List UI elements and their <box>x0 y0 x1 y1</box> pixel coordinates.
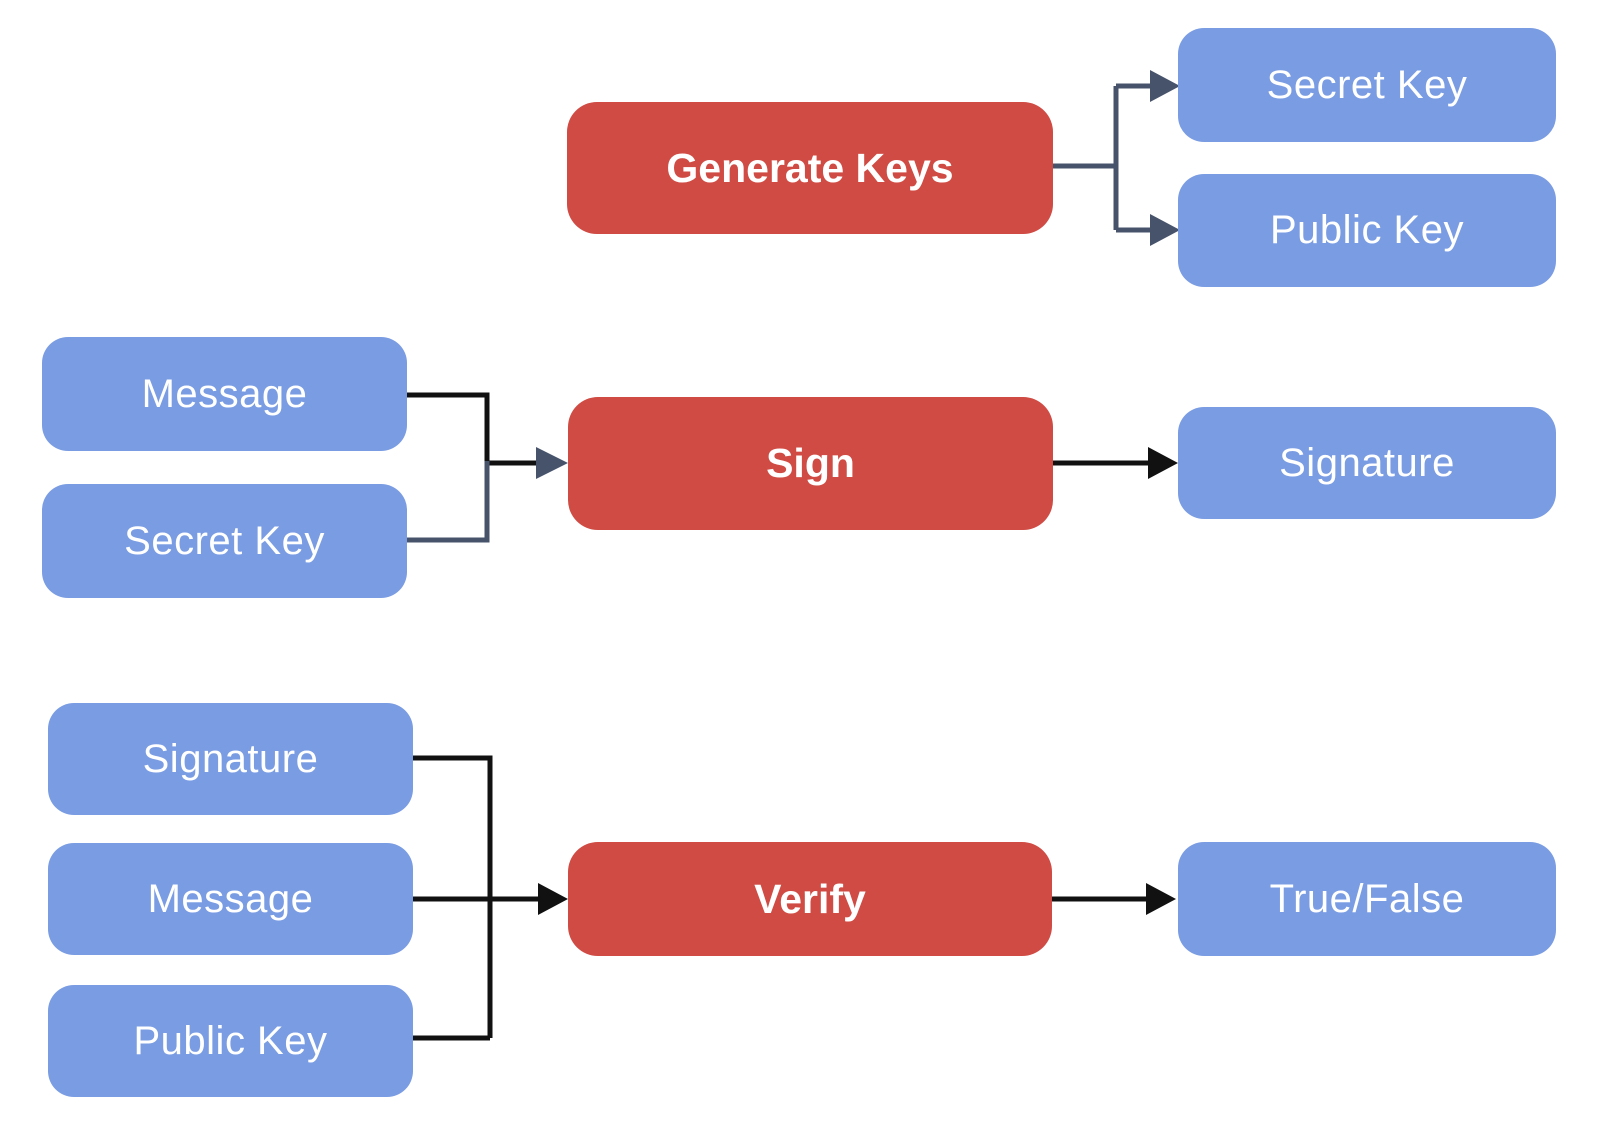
node-message-verify-input: Message <box>48 843 413 955</box>
arrowhead-to-true-false <box>1146 883 1176 915</box>
arrowhead-to-signature <box>1148 447 1178 479</box>
node-public-key-output: Public Key <box>1178 174 1556 287</box>
node-true-false-output: True/False <box>1178 842 1556 956</box>
node-secret-key-output: Secret Key <box>1178 28 1556 142</box>
node-verify: Verify <box>568 842 1052 956</box>
node-generate-keys: Generate Keys <box>567 102 1053 234</box>
edge-generate-keys-branch <box>1052 83 1152 233</box>
arrowhead-to-public-key <box>1150 214 1180 246</box>
node-public-key-verify-input: Public Key <box>48 985 413 1097</box>
node-message-sign-input: Message <box>42 337 407 451</box>
edge-secret-key-to-sign <box>407 461 490 543</box>
edge-message-to-sign <box>407 392 540 466</box>
node-secret-key-sign-input: Secret Key <box>42 484 407 598</box>
arrowhead-to-secret-key <box>1150 70 1180 102</box>
arrowhead-to-sign <box>536 447 568 479</box>
node-signature-verify-input: Signature <box>48 703 413 815</box>
node-signature-output: Signature <box>1178 407 1556 519</box>
arrowhead-to-verify <box>538 883 568 915</box>
node-sign: Sign <box>568 397 1053 530</box>
edge-signature-to-verify <box>412 755 493 1038</box>
